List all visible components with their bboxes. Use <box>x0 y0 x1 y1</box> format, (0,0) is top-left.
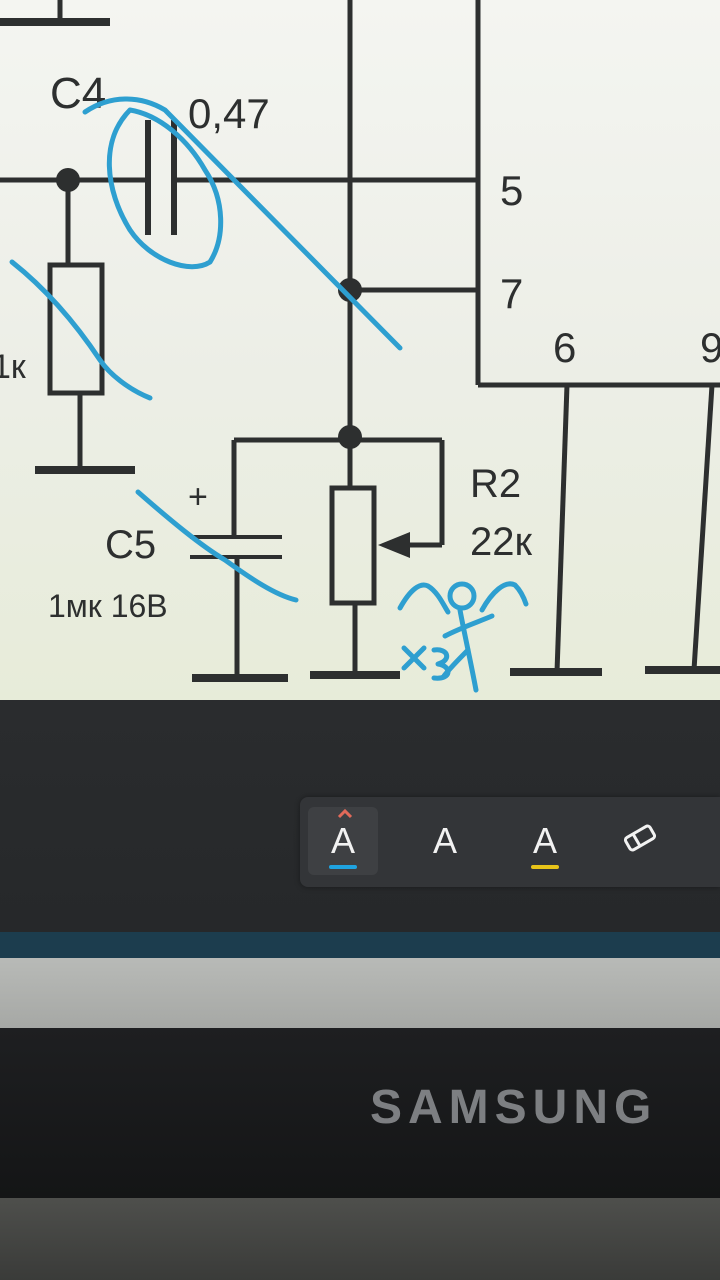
c5-name-label: C5 <box>105 523 156 567</box>
pin-6-label: 6 <box>553 324 576 371</box>
wires <box>0 0 720 678</box>
c4-name-label: C4 <box>50 69 106 118</box>
pin-5-label: 5 <box>500 167 523 214</box>
desk-surface <box>0 1198 720 1280</box>
r1-value-label: 1к <box>0 348 27 386</box>
junction-dots <box>56 168 362 449</box>
screen-bottom-edge <box>0 932 720 958</box>
pen-tool-button[interactable]: A <box>308 807 378 875</box>
screen-area: C4 0,47 5 7 6 9 1к + C5 1мк 16В R2 22к x… <box>0 0 720 700</box>
r2-value-label: 22к <box>470 520 532 564</box>
highlighter-tool-button[interactable]: A <box>510 807 580 875</box>
highlighter-tool-icon: A <box>530 823 559 869</box>
pin-7-label: 7 <box>500 270 523 317</box>
text-tool-icon: A <box>432 820 457 861</box>
brand-logo: SAMSUNG <box>370 1081 658 1134</box>
circuit-schematic[interactable]: C4 0,47 5 7 6 9 1к + C5 1мк 16В R2 22к x… <box>0 0 720 700</box>
c5-polarity-label: + <box>188 478 208 516</box>
c4-value-label: 0,47 <box>188 90 270 137</box>
c5-value-label: 1мк 16В <box>48 588 168 624</box>
wiper-arrow-icon <box>378 532 410 558</box>
r2-name-label: R2 <box>470 462 521 506</box>
pin-9-label: 9 <box>700 324 720 371</box>
eraser-tool-icon <box>620 821 660 861</box>
ink-tool-tray: A A A <box>300 797 720 887</box>
x3-annotation: x3 <box>405 671 407 673</box>
monitor-frame <box>0 958 720 1028</box>
eraser-tool-button[interactable] <box>605 807 675 875</box>
pen-tool-icon: A <box>328 808 357 869</box>
pen-caret-icon <box>337 808 353 819</box>
handwritten-annotations <box>9 96 529 693</box>
monitor-bezel <box>0 1028 720 1198</box>
text-tool-button[interactable]: A <box>410 807 480 875</box>
